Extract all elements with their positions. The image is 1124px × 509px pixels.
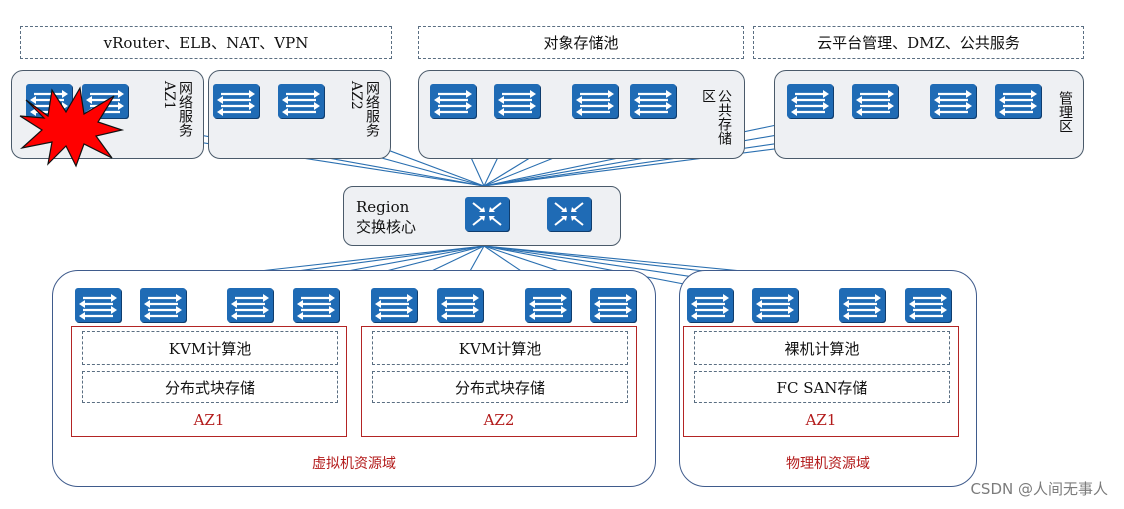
compute-pool-label: KVM计算池	[458, 339, 542, 358]
switch-icon	[687, 288, 733, 322]
switch-icon	[293, 288, 339, 322]
switch-icon	[525, 288, 571, 322]
compute-pool: KVM计算池	[372, 331, 628, 365]
core-switch-icon	[547, 197, 591, 231]
failure-burst-icon	[19, 86, 124, 168]
switch-icon	[852, 84, 898, 118]
az-label: AZ2	[483, 411, 515, 429]
switch-icon	[371, 288, 417, 322]
compute-pool: 裸机计算池	[694, 331, 950, 365]
switch-icon	[494, 84, 540, 118]
zone-public-storage-label: 公共存储区	[700, 89, 732, 145]
switch-icon	[630, 84, 676, 118]
switch-icon	[930, 84, 976, 118]
switch-icon	[437, 288, 483, 322]
switch-icon	[227, 288, 273, 322]
az-label: AZ1	[193, 411, 225, 429]
switch-icon	[905, 288, 951, 322]
zone-management-label: 管理区	[1057, 91, 1073, 133]
az-block-kvm-az1: KVM计算池 分布式块存储 AZ1	[71, 326, 347, 437]
switch-icon	[572, 84, 618, 118]
compute-pool-label: 裸机计算池	[784, 339, 860, 358]
switch-icon	[590, 288, 636, 322]
region-core-title-line1: Region	[356, 198, 410, 216]
switch-icon	[839, 288, 885, 322]
zone-network-az2-label: 网络服务AZ2	[348, 81, 380, 137]
switch-icon	[430, 84, 476, 118]
physical-domain-label: 物理机资源域	[786, 456, 870, 472]
compute-pool-label: KVM计算池	[168, 339, 252, 358]
az-block-kvm-az2: KVM计算池 分布式块存储 AZ2	[361, 326, 637, 437]
compute-pool: KVM计算池	[82, 331, 338, 365]
switch-icon	[787, 84, 833, 118]
core-switch-icon	[465, 197, 509, 231]
switch-icon	[75, 288, 121, 322]
platform-services-box: 云平台管理、DMZ、公共服务	[753, 26, 1084, 59]
storage-pool-label: FC SAN存储	[776, 378, 868, 397]
virtual-domain-label: 虚拟机资源域	[312, 456, 396, 472]
storage-pool: 分布式块存储	[82, 371, 338, 403]
switch-icon	[995, 84, 1041, 118]
storage-pool-label: 分布式块存储	[164, 378, 255, 397]
storage-pool: FC SAN存储	[694, 371, 950, 403]
object-storage-box: 对象存储池	[418, 26, 744, 59]
storage-pool-label: 分布式块存储	[454, 378, 545, 397]
region-core-title-line2: 交换核心	[356, 218, 417, 236]
zone-network-az1-label: 网络服务AZ1	[161, 81, 193, 137]
platform-services-text: 云平台管理、DMZ、公共服务	[817, 34, 1020, 52]
switch-icon	[278, 84, 324, 118]
object-storage-text: 对象存储池	[543, 34, 619, 52]
switch-icon	[213, 84, 259, 118]
network-services-text: vRouter、ELB、NAT、VPN	[103, 34, 309, 52]
switch-icon	[140, 288, 186, 322]
switch-icon	[752, 288, 798, 322]
az-label: AZ1	[805, 411, 837, 429]
region-core-title: Region 交换核心	[356, 197, 416, 237]
watermark: CSDN @人间无事人	[970, 480, 1108, 498]
az-block-baremetal-az1: 裸机计算池 FC SAN存储 AZ1	[683, 326, 959, 437]
network-services-box: vRouter、ELB、NAT、VPN	[20, 26, 392, 59]
storage-pool: 分布式块存储	[372, 371, 628, 403]
